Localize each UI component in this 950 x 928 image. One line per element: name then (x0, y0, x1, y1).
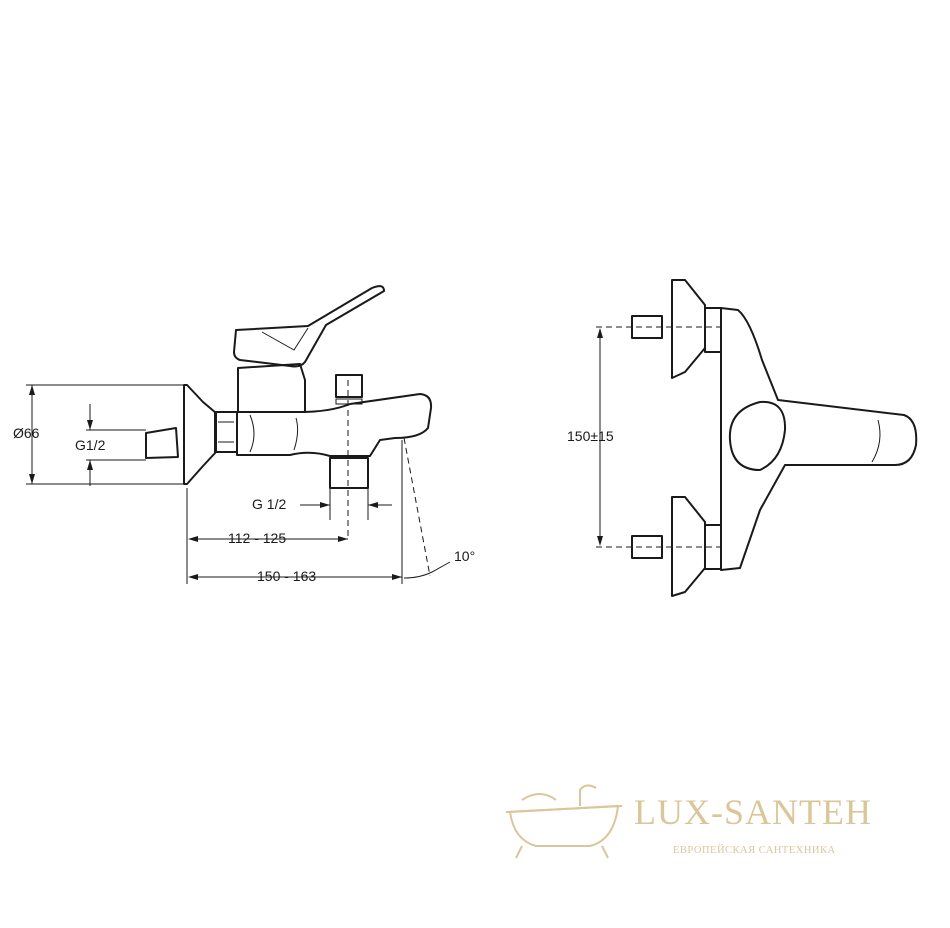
shower-outlet (329, 457, 369, 489)
cartridge-housing (237, 363, 306, 413)
inlet-pipe (145, 427, 179, 459)
dim-angle: 10° (454, 548, 475, 564)
bathtub-logo-icon (505, 784, 623, 859)
watermark-tagline: ЕВРОПЕЙСКАЯ САНТЕХНИКА (673, 844, 836, 856)
dim-inlet-thread: G1/2 (75, 437, 106, 453)
side-view-dimensions: Ø66 G1/2 G 1/2 112 - 125 150 - 163 10° (13, 384, 475, 584)
mixer-body (236, 393, 433, 457)
front-lever (728, 400, 787, 471)
dim-length-outlet: 112 - 125 (228, 530, 286, 546)
dim-length-total: 150 - 163 (257, 568, 316, 584)
dim-inlet-spacing: 150±15 (567, 428, 614, 444)
front-view-dimensions: 150±15 (567, 326, 720, 548)
wall-flange (183, 384, 217, 485)
upper-flange (671, 279, 706, 379)
watermark-brand: LUX-SANTEH (634, 792, 872, 832)
dim-outlet-thread: G 1/2 (252, 496, 286, 512)
diverter-knob (335, 374, 363, 398)
connector-nut (214, 411, 238, 453)
watermark: LUX-SANTEH ЕВРОПЕЙСКАЯ САНТЕХНИКА (505, 784, 872, 859)
lever-handle (233, 285, 385, 368)
side-view-faucet (145, 285, 433, 540)
front-view-faucet (631, 279, 918, 597)
dim-diameter: Ø66 (13, 425, 40, 441)
front-body (720, 307, 918, 571)
